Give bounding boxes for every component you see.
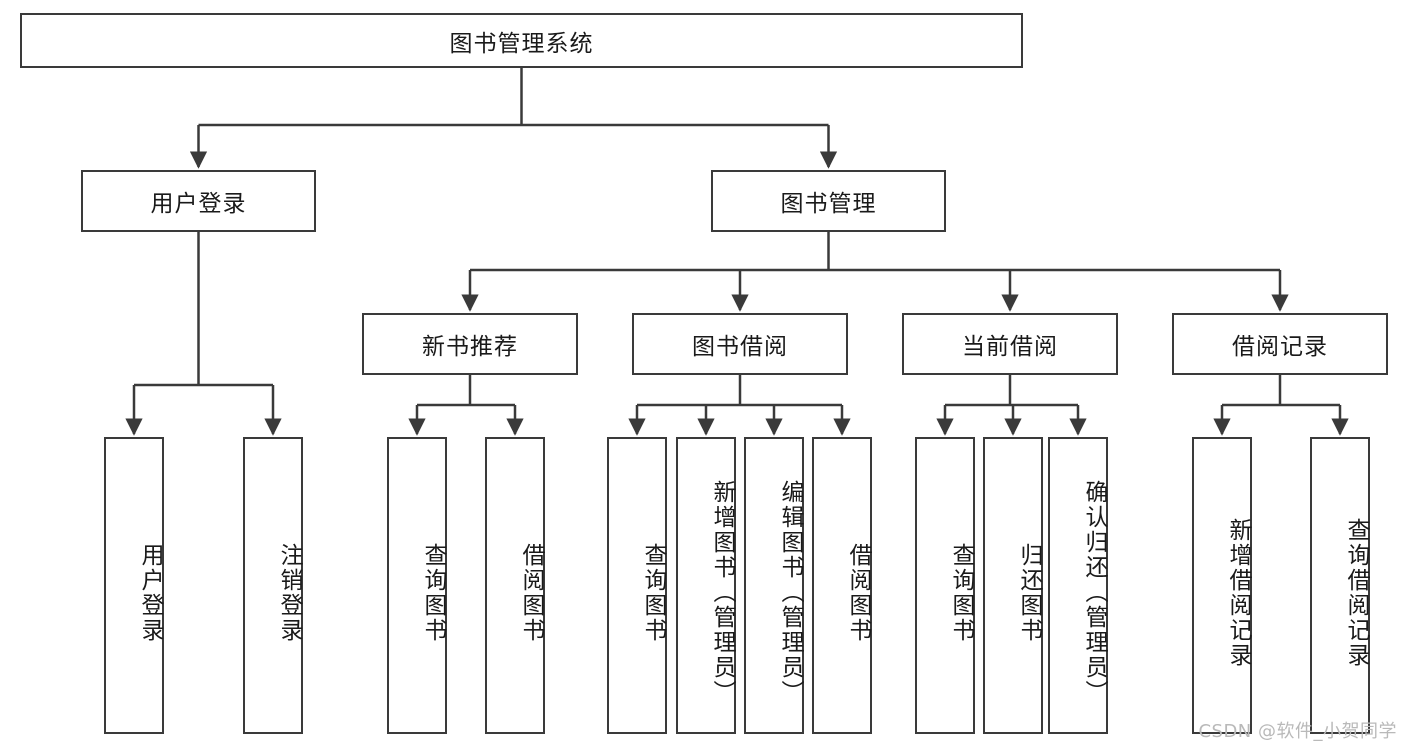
node-leaf-query-record[interactable]: 查询借阅记录 <box>1310 437 1370 734</box>
node-label: 归还图书 <box>1016 542 1042 643</box>
node-label: 编辑图书（管理员） <box>777 480 803 705</box>
node-label: 确认归还（管理员） <box>1081 480 1107 705</box>
node-label: 图书管理 <box>780 191 877 217</box>
node-label: 查询借阅记录 <box>1343 517 1369 668</box>
node-borrow-record[interactable]: 借阅记录 <box>1172 313 1388 375</box>
node-leaf-add-book[interactable]: 新增图书（管理员） <box>676 437 736 734</box>
node-leaf-query-book-rec[interactable]: 查询图书 <box>387 437 447 734</box>
node-user-login[interactable]: 用户登录 <box>81 170 316 232</box>
node-label: 当前借阅 <box>962 334 1058 360</box>
node-label: 借阅记录 <box>1232 334 1328 360</box>
csdn-watermark: CSDN @软件_小贺同学 <box>1198 721 1397 742</box>
node-label: 借阅图书 <box>518 542 544 643</box>
node-leaf-borrow-book[interactable]: 借阅图书 <box>812 437 872 734</box>
node-root[interactable]: 图书管理系统 <box>20 13 1023 68</box>
node-label: 图书借阅 <box>692 334 788 360</box>
node-label: 新增借阅记录 <box>1225 517 1251 668</box>
node-leaf-confirm-return[interactable]: 确认归还（管理员） <box>1048 437 1108 734</box>
node-current-borrow[interactable]: 当前借阅 <box>902 313 1118 375</box>
node-label: 新书推荐 <box>422 334 518 360</box>
node-new-book-recommend[interactable]: 新书推荐 <box>362 313 578 375</box>
node-leaf-query-book-cur[interactable]: 查询图书 <box>915 437 975 734</box>
node-leaf-borrow-book-rec[interactable]: 借阅图书 <box>485 437 545 734</box>
node-label: 注销登录 <box>276 542 302 643</box>
node-label: 查询图书 <box>948 542 974 643</box>
node-leaf-edit-book[interactable]: 编辑图书（管理员） <box>744 437 804 734</box>
node-label: 图书管理系统 <box>449 30 594 57</box>
node-label: 借阅图书 <box>845 542 871 643</box>
node-label: 查询图书 <box>640 542 666 643</box>
node-label: 用户登录 <box>137 542 163 643</box>
node-label: 新增图书（管理员） <box>709 480 735 705</box>
node-leaf-add-record[interactable]: 新增借阅记录 <box>1192 437 1252 734</box>
node-leaf-query-book-borrow[interactable]: 查询图书 <box>607 437 667 734</box>
node-label: 用户登录 <box>150 191 247 217</box>
node-label: 查询图书 <box>420 542 446 643</box>
node-book-manage[interactable]: 图书管理 <box>711 170 946 232</box>
node-book-borrow[interactable]: 图书借阅 <box>632 313 848 375</box>
node-leaf-user-login[interactable]: 用户登录 <box>104 437 164 734</box>
node-leaf-user-logout[interactable]: 注销登录 <box>243 437 303 734</box>
node-leaf-return-book[interactable]: 归还图书 <box>983 437 1043 734</box>
